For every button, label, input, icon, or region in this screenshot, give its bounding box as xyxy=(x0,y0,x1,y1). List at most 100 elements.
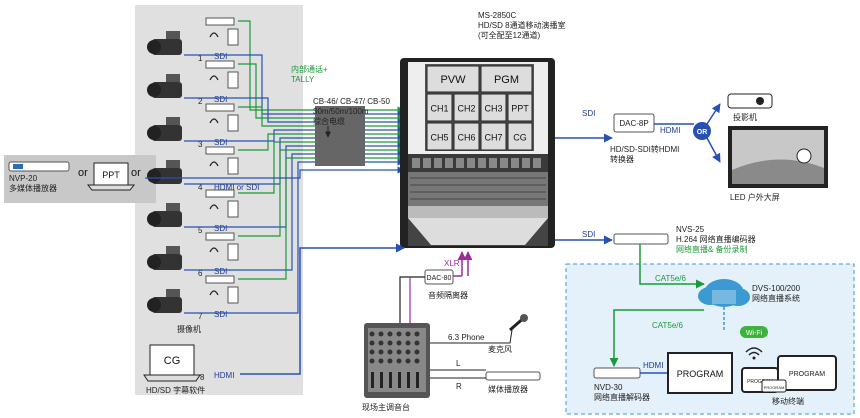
nvd30-desc: 网络直播解码器 xyxy=(594,392,650,402)
nvd30-model: NVD-30 xyxy=(594,383,623,392)
camera-number: 6 xyxy=(198,269,203,278)
headset-icon xyxy=(209,118,219,124)
mixer-knob xyxy=(387,358,393,364)
multiview-cell-label: CH3 xyxy=(484,104,502,114)
camera-viewfinder xyxy=(166,203,180,211)
ppt-laptop: PPT xyxy=(86,162,136,191)
multiview-cell xyxy=(507,93,533,122)
dac8p-desc2: 转换器 xyxy=(610,154,634,164)
beltpack-icon xyxy=(227,286,239,304)
mixer-knob xyxy=(405,358,411,364)
camera-sdi-label: SDI xyxy=(214,310,227,319)
dvs-model: DVS-100/200 xyxy=(752,284,801,293)
mixer-knob xyxy=(369,340,375,346)
rack-button xyxy=(456,158,464,168)
decoder-hdmi-label: HDMI xyxy=(643,361,663,370)
mixer-fader xyxy=(416,372,419,388)
cg-label: CG xyxy=(164,355,181,367)
intercom-label: 内部通话+ xyxy=(291,64,328,74)
multiview-cell-label: PVW xyxy=(440,74,466,86)
dac-to-mixer xyxy=(399,276,425,325)
mixer-fader xyxy=(380,372,383,388)
mic-label: 麦克风 xyxy=(488,344,512,354)
phone-screen-label: PROGRAM xyxy=(747,379,773,385)
mixer-fader xyxy=(398,372,401,388)
camera-viewfinder xyxy=(166,31,180,39)
multiview-cell xyxy=(480,93,507,122)
rack-button xyxy=(423,158,431,168)
led-screen: LED 户外大屏 xyxy=(728,126,828,202)
rack-button xyxy=(445,158,453,168)
hdmi-or-sdi-label: HDMI or SDI xyxy=(214,183,259,192)
cg-hdmi-label: HDMI xyxy=(214,371,234,380)
mixer-knob xyxy=(414,358,420,364)
camera-sdi-label: SDI xyxy=(214,267,227,276)
nvs25-desc: H.264 网络直播编码器 xyxy=(676,234,756,244)
headset-icon xyxy=(209,32,219,38)
phone-label: 6.3 Phone xyxy=(448,333,485,342)
multiview-cell xyxy=(426,93,453,122)
multiview-cell-label: CG xyxy=(513,133,527,143)
media-player-label: 媒体播放器 xyxy=(488,384,528,394)
mixer-knob xyxy=(414,331,420,337)
camera-zone xyxy=(135,5,303,395)
cable-bundles xyxy=(315,106,365,166)
cable-label-3: 综合电缆 xyxy=(313,116,345,126)
mixer-fader xyxy=(371,372,374,388)
media-player xyxy=(485,371,541,381)
program-monitor: PROGRAM xyxy=(667,352,733,394)
camera-lens-icon xyxy=(147,298,161,312)
mixer-knob xyxy=(396,358,402,364)
intercom-unit xyxy=(205,146,235,155)
intercom-unit xyxy=(205,275,235,284)
dvs-desc: 网络直播系统 xyxy=(752,293,800,303)
camera-number: 1 xyxy=(198,54,203,63)
cg-laptop: CG HD/SD 字幕软件 xyxy=(143,344,205,395)
camera-unit: 4 xyxy=(147,146,239,192)
camera-sdi-label: SDI xyxy=(214,52,227,61)
nvd30-device xyxy=(593,367,641,379)
intercom-unit xyxy=(205,232,235,241)
dac8p-model: DAC-8P xyxy=(619,119,648,128)
multiview-cell xyxy=(480,122,507,151)
audio-mixer: 现场主调音台 xyxy=(362,323,430,412)
dac8p-device: DAC-8P HD/SD-SDI转HDMI 转换器 xyxy=(610,113,679,164)
mixer-knob xyxy=(387,331,393,337)
intercom-unit xyxy=(205,60,235,69)
l-label: L xyxy=(456,359,461,368)
beltpack-icon xyxy=(227,157,239,175)
mixer-knob xyxy=(405,340,411,346)
cat5e-label-1: CAT5e/6 xyxy=(655,274,687,283)
mixer-knob xyxy=(414,340,420,346)
camera-caption: 摄像机 xyxy=(177,324,201,334)
camera-unit: 6 SDI xyxy=(147,232,239,278)
camera-viewfinder xyxy=(166,289,180,297)
camera-lens-icon xyxy=(147,212,161,226)
multiview-cell xyxy=(507,122,533,151)
camera-viewfinder xyxy=(166,117,180,125)
cable-label-1: CB-46/ CB-47/ CB-50 xyxy=(313,97,390,106)
nvs25-sub: 网络直播& 备份录制 xyxy=(676,244,748,254)
cat5e-link-2 xyxy=(609,309,704,367)
camera-sdi-label: SDI xyxy=(214,95,227,104)
mixer-knob xyxy=(369,358,375,364)
ppt-label: PPT xyxy=(102,170,120,180)
wifi-badge xyxy=(740,326,768,338)
multiview-cell xyxy=(453,93,480,122)
intercom-unit xyxy=(205,103,235,112)
camera-lens-icon xyxy=(147,255,161,269)
or-label-1: or xyxy=(78,167,88,179)
mixer-label: 现场主调音台 xyxy=(362,402,410,412)
mobile-label: 移动终端 xyxy=(772,396,804,406)
led-label: LED 户外大屏 xyxy=(730,192,780,202)
nvp20-desc: 多媒体播放器 xyxy=(9,183,57,193)
camera-lens-icon xyxy=(147,169,161,183)
switcher-desc1-label: HD/SD 8通道移动演播室 xyxy=(478,20,566,30)
dac8p-sdi-label: SDI xyxy=(582,109,595,118)
camera-lens-icon xyxy=(147,126,161,140)
camera-viewfinder xyxy=(166,160,180,168)
headset-icon xyxy=(209,204,219,210)
